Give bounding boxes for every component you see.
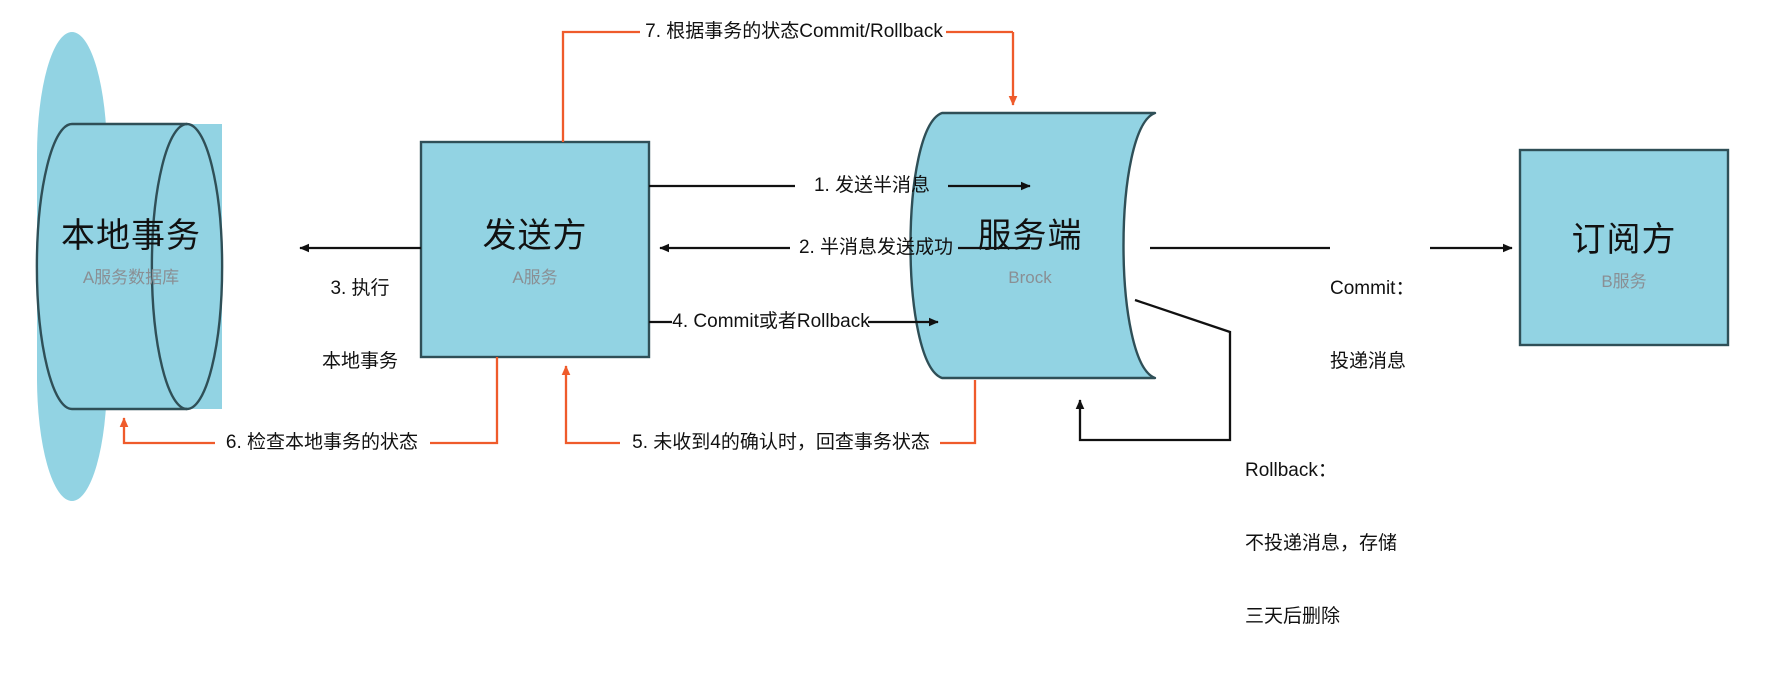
node-broker[interactable] <box>881 111 1157 380</box>
edge-label-7: 7. 根据事务的状态Commit/Rollback <box>645 21 943 42</box>
edge-label-rollback: Rollback： 不投递消息，存储 三天后删除 <box>1245 410 1465 677</box>
edge-5-check-transaction-status <box>561 365 977 445</box>
edge-label-2: 2. 半消息发送成功 <box>798 237 954 258</box>
edge-label-6: 6. 检查本地事务的状态 <box>225 432 419 453</box>
diagram-canvas: 本地事务 A服务数据库 发送方 A服务 服务端 Brock 订阅方 B服务 7.… <box>35 21 1730 627</box>
node-sender[interactable] <box>419 140 651 359</box>
edge-label-1: 1. 发送半消息 <box>813 175 931 196</box>
edge-rollback-self-loop <box>1075 298 1232 442</box>
edge-label-3-line1: 3. 执行 <box>330 277 390 299</box>
node-consumer[interactable] <box>1518 148 1730 347</box>
node-local-transaction-db[interactable] <box>35 32 224 501</box>
edge-label-4: 4. Commit或者Rollback <box>672 311 870 332</box>
edge-label-rollback-line2: 不投递消息，存储 <box>1245 532 1398 554</box>
edge-label-commit-line1: Commit： <box>1330 277 1415 299</box>
edge-label-rollback-line1: Rollback： <box>1245 459 1337 481</box>
edge-label-5: 5. 未收到4的确认时，回查事务状态 <box>632 432 930 453</box>
edge-label-commit-line2: 投递消息 <box>1330 350 1407 372</box>
edge-6-check-local-transaction-status <box>119 357 499 445</box>
edge-label-3-line2: 本地事务 <box>321 350 398 372</box>
edge-label-rollback-line3: 三天后删除 <box>1245 605 1341 627</box>
edge-7-commit-rollback-by-status <box>561 30 1018 142</box>
diagram-graphics <box>35 30 1730 501</box>
edge-label-3: 3. 执行 本地事务 <box>304 228 416 423</box>
edge-label-commit: Commit： 投递消息 <box>1330 228 1460 423</box>
